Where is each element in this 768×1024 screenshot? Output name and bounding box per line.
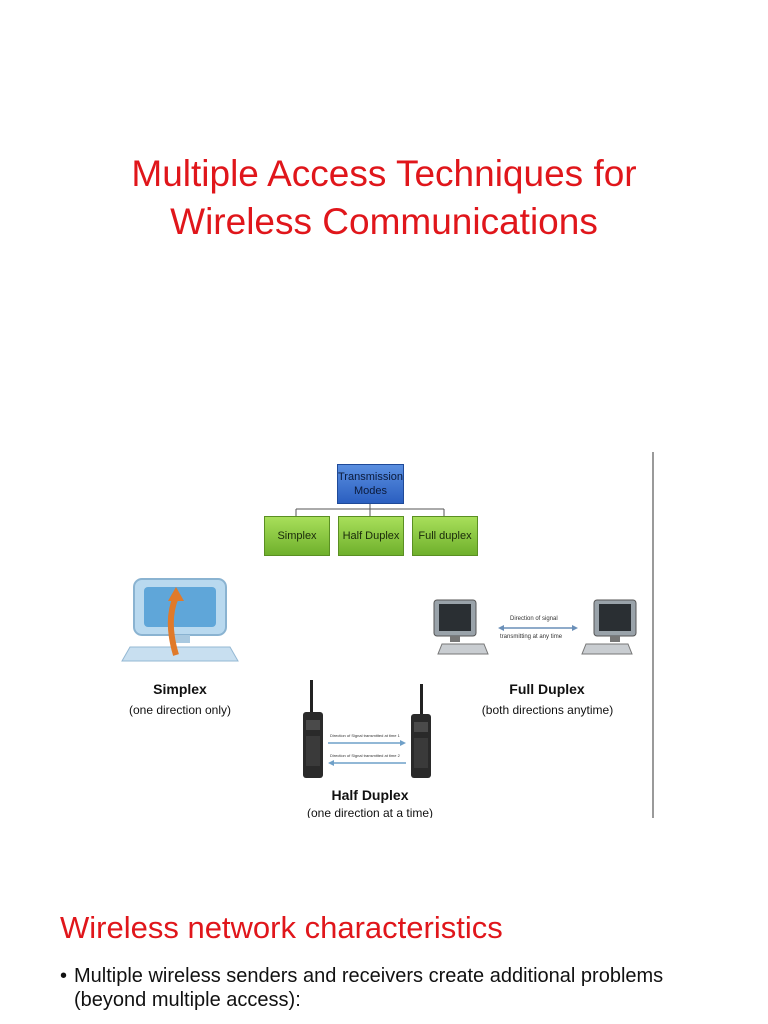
half-duplex-radio-left-icon xyxy=(303,680,323,778)
simplex-label: Simplex xyxy=(153,681,207,697)
bullet-text: Multiple wireless senders and receivers … xyxy=(74,965,664,1011)
mode-box-simplex: Simplex xyxy=(264,516,330,556)
full-duplex-computer-right-icon xyxy=(581,599,637,655)
half-duplex-arrow-bottom-text: Direction of Signal transmitted at time … xyxy=(330,753,400,758)
full-duplex-computer-left-icon xyxy=(433,599,489,655)
full-duplex-caption: (both directions anytime) xyxy=(481,703,614,717)
slide-title: Multiple Access Techniques for Wireless … xyxy=(60,150,708,246)
slide-title-line-2: Wireless Communications xyxy=(170,201,598,242)
half-duplex-radio-right-icon xyxy=(411,684,431,778)
transmission-modes-line-1: Transmission xyxy=(338,471,403,483)
half-duplex-label: Half Duplex xyxy=(331,787,409,803)
simplex-caption: (one direction only) xyxy=(128,703,232,717)
simplex-computer-icon xyxy=(121,578,239,662)
slide-title-line-1: Multiple Access Techniques for xyxy=(131,153,637,194)
half-duplex-caption: (one direction at a time) xyxy=(306,806,434,818)
bullet-item: • Multiple wireless senders and receiver… xyxy=(60,964,740,1012)
mode-box-half-duplex: Half Duplex xyxy=(338,516,404,556)
mode-box-full-duplex: Full duplex xyxy=(412,516,478,556)
full-duplex-arrow-top-text: Direction of signal xyxy=(510,616,558,622)
half-duplex-caption-clip: (one direction at a time) xyxy=(290,806,450,818)
diagram-divider xyxy=(652,452,654,818)
full-duplex-label: Full Duplex xyxy=(509,681,585,697)
half-duplex-arrow-right xyxy=(328,740,406,746)
transmission-modes-line-2: Modes xyxy=(353,485,388,497)
section-heading: Wireless network characteristics xyxy=(60,910,503,945)
half-duplex-arrow-left xyxy=(328,760,406,766)
full-duplex-arrow-bottom-text: transmitting at any time xyxy=(500,634,563,640)
half-duplex-arrow-top-text: Direction of Signal transmitted at time … xyxy=(330,733,400,738)
full-duplex-double-arrow xyxy=(498,625,578,631)
bullet-dot-icon: • xyxy=(60,965,68,987)
